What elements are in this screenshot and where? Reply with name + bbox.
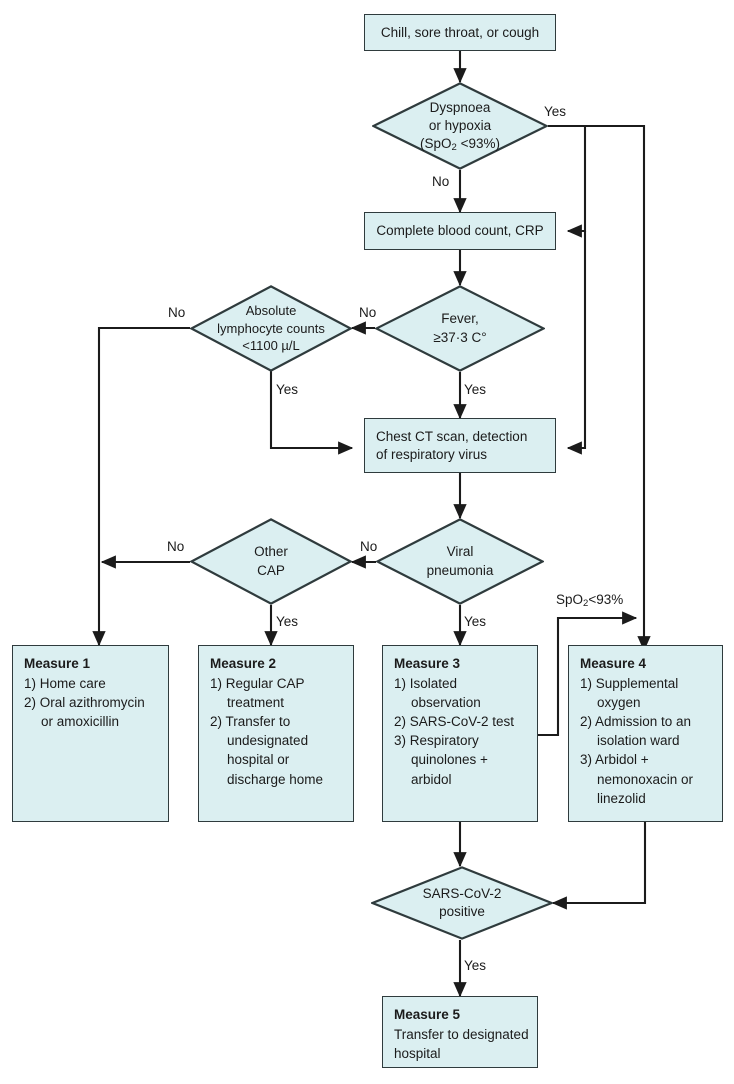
node-cap-line1: Other (254, 544, 288, 560)
node-dyspnoea-text: Dyspnoea or hypoxia (SpO2 <93%) (372, 82, 548, 170)
node-lymphocyte-line1: Absolute (245, 303, 297, 319)
node-lymphocyte-text: Absolute lymphocyte counts <1100 µ/L (190, 285, 352, 372)
edge-label-dyspnoea-no: No (432, 174, 450, 189)
list-item: 3) Arbidol + nemonoxacin or linezolid (580, 752, 694, 806)
measure-2-list: 1) Regular CAP treatment 2) Transfer to … (210, 674, 345, 789)
node-dyspnoea: Dyspnoea or hypoxia (SpO2 <93%) (372, 82, 548, 170)
edge-label-viral-yes: Yes (464, 614, 487, 629)
measure-5-list: Transfer to designated hospital (394, 1025, 529, 1063)
node-ct-line1: Chest CT scan, detection (376, 428, 528, 444)
node-fever-text: Fever, ≥37·3 C° (375, 285, 545, 372)
node-measure-2: Measure 2 1) Regular CAP treatment 2) Tr… (198, 645, 354, 822)
edge-label-cap-no: No (167, 539, 185, 554)
node-ct-line2: of respiratory virus (376, 446, 488, 462)
list-item: Transfer to designated hospital (394, 1026, 529, 1061)
measure-4-list: 1) Supplemental oxygen 2) Admission to a… (580, 674, 714, 808)
edge-label-spo2-branch: SpO2<93% (556, 592, 624, 609)
node-fever: Fever, ≥37·3 C° (375, 285, 545, 372)
edge-label-dyspnoea-yes: Yes (544, 104, 567, 119)
node-complete-blood-count: Complete blood count, CRP (364, 212, 556, 250)
diamond-shape (190, 285, 352, 372)
list-item: 2) Oral azithromycin or amoxicillin (24, 694, 145, 730)
node-dyspnoea-line3: (SpO2 <93%) (420, 136, 500, 154)
node-sars-text: SARS-CoV-2 positive (371, 866, 553, 940)
node-measure-1: Measure 1 1) Home care 2) Oral azithromy… (12, 645, 169, 822)
edge-label-fever-yes: Yes (464, 382, 487, 397)
node-cap-line2: CAP (257, 562, 285, 578)
node-other-cap: Other CAP (190, 518, 352, 605)
node-lymphocyte-count: Absolute lymphocyte counts <1100 µ/L (190, 285, 352, 372)
edge-label-cap-yes: Yes (276, 614, 299, 629)
node-lymphocyte-line2: lymphocyte counts (217, 320, 325, 336)
measure-2-title: Measure 2 (210, 656, 277, 671)
list-item: 2) SARS-CoV-2 test (394, 714, 515, 730)
diamond-shape (372, 82, 548, 170)
measure-3-list: 1) Isolated observation 2) SARS-CoV-2 te… (394, 674, 529, 789)
list-item: 1) Supplemental oxygen (580, 675, 679, 710)
list-item: 2) Admission to an isolation ward (580, 714, 692, 749)
measure-3-title: Measure 3 (394, 656, 461, 671)
diamond-shape (375, 285, 545, 372)
node-measure-5: Measure 5 Transfer to designated hospita… (382, 996, 538, 1068)
node-viral-line2: pneumonia (426, 562, 494, 578)
node-start: Chill, sore throat, or cough (364, 14, 556, 51)
list-item: 1) Home care (24, 675, 106, 691)
list-item: 1) Regular CAP treatment (210, 675, 305, 710)
measure-1-title: Measure 1 (24, 656, 91, 671)
edge-label-lymphocyte-yes: Yes (276, 382, 299, 397)
diamond-shape (190, 518, 352, 605)
measure-5-title: Measure 5 (394, 1007, 461, 1022)
edge-label-lymphocyte-no: No (168, 305, 186, 320)
node-cbc-label: Complete blood count, CRP (376, 223, 544, 239)
node-dyspnoea-line1: Dyspnoea (429, 99, 491, 115)
diamond-shape (371, 866, 553, 940)
edge-label-sars-yes: Yes (464, 958, 487, 973)
node-chest-ct-scan: Chest CT scan, detection of respiratory … (364, 418, 556, 473)
node-viral-line1: Viral (446, 544, 474, 560)
node-dyspnoea-line2: or hypoxia (428, 117, 492, 133)
node-lymphocyte-line3: <1100 µ/L (242, 338, 300, 354)
diamond-shape (376, 518, 544, 605)
node-fever-line2: ≥37·3 C° (433, 329, 487, 345)
node-measure-4: Measure 4 1) Supplemental oxygen 2) Admi… (568, 645, 723, 822)
list-item: 1) Isolated observation (394, 675, 481, 710)
node-viral-pneumonia: Viral pneumonia (376, 518, 544, 605)
list-item: 2) Transfer to undesignated hospital or … (210, 714, 324, 787)
node-cap-text: Other CAP (190, 518, 352, 605)
measure-1-list: 1) Home care 2) Oral azithromycin or amo… (24, 674, 160, 731)
node-sars-cov-2-positive: SARS-CoV-2 positive (371, 866, 553, 940)
edge-label-viral-no: No (360, 539, 378, 554)
list-item: 3) Respiratory quinolones + arbidol (394, 733, 488, 787)
node-viral-text: Viral pneumonia (376, 518, 544, 605)
edge-label-fever-no: No (359, 305, 377, 320)
node-sars-line2: positive (439, 904, 485, 919)
measure-4-title: Measure 4 (580, 656, 647, 671)
node-start-label: Chill, sore throat, or cough (380, 24, 540, 40)
node-fever-line1: Fever, (441, 311, 479, 327)
node-measure-3: Measure 3 1) Isolated observation 2) SAR… (382, 645, 538, 822)
node-sars-line1: SARS-CoV-2 (422, 885, 502, 901)
